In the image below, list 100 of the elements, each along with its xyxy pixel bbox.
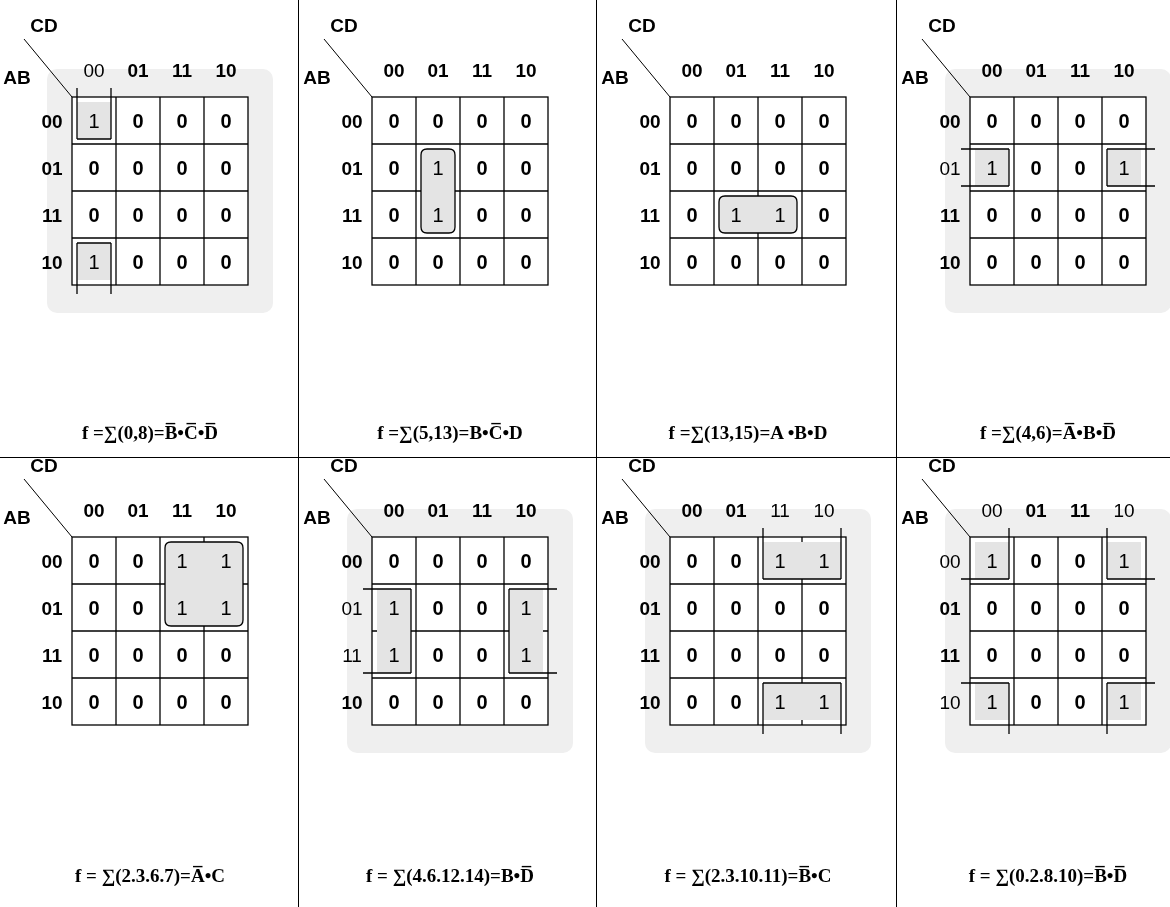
cell-value: 1 xyxy=(432,157,444,178)
column-header: 01 xyxy=(1025,60,1047,80)
cell-value: 0 xyxy=(1074,550,1086,571)
cell-value: 0 xyxy=(818,157,830,178)
cell-value: 0 xyxy=(1030,691,1042,712)
column-header: 10 xyxy=(515,60,537,80)
axis-label: AB xyxy=(303,507,331,527)
cell-value: 0 xyxy=(88,204,100,225)
cell-value: 1 xyxy=(388,644,400,665)
column-header: 11 xyxy=(769,60,791,80)
column-header: 00 xyxy=(383,60,405,80)
column-header: 10 xyxy=(813,500,835,520)
column-header: 10 xyxy=(1113,60,1135,80)
column-header: 01 xyxy=(127,60,149,80)
row-header: 00 xyxy=(41,111,63,130)
column-header: 01 xyxy=(725,60,747,80)
column-header: 10 xyxy=(813,60,835,80)
axis-label: AB xyxy=(901,507,929,527)
row-header: 11 xyxy=(939,645,961,664)
cell-value: 0 xyxy=(132,597,144,618)
cell-value: 0 xyxy=(1118,251,1130,272)
column-header: 00 xyxy=(681,500,703,520)
cell-value: 1 xyxy=(432,204,444,225)
column-header: 01 xyxy=(725,500,747,520)
cell-value: 0 xyxy=(686,110,698,131)
cell-value: 1 xyxy=(730,204,742,225)
cell-value: 0 xyxy=(686,204,698,225)
cell-value: 0 xyxy=(88,597,100,618)
axis-label: CD xyxy=(628,15,656,35)
axis-label: CD xyxy=(30,455,58,475)
column-header: 10 xyxy=(1113,500,1135,520)
cell-value: 0 xyxy=(220,110,232,131)
row-header: 11 xyxy=(341,205,363,224)
formula: f =∑(5,13)=B•C̅•D xyxy=(377,422,523,442)
column-header: 00 xyxy=(681,60,703,80)
cell-value: 0 xyxy=(730,644,742,665)
cell-value: 1 xyxy=(774,204,786,225)
cell-value: 0 xyxy=(176,110,188,131)
cell-value: 0 xyxy=(818,251,830,272)
axis-label: AB xyxy=(601,67,629,87)
cell-value: 0 xyxy=(520,691,532,712)
cell-value: 1 xyxy=(1118,550,1130,571)
cell-value: 0 xyxy=(1030,157,1042,178)
row-header: 11 xyxy=(41,205,63,224)
cell-value: 0 xyxy=(220,644,232,665)
cell-value: 0 xyxy=(1118,110,1130,131)
row-header: 01 xyxy=(939,598,961,617)
cell-value: 0 xyxy=(520,550,532,571)
row-header: 01 xyxy=(41,598,63,617)
row-header: 01 xyxy=(639,158,661,177)
cell-value: 0 xyxy=(520,251,532,272)
cell-value: 0 xyxy=(1074,597,1086,618)
cell-value: 0 xyxy=(1074,251,1086,272)
cell-value: 1 xyxy=(520,597,532,618)
row-header: 10 xyxy=(639,252,661,271)
cell-value: 0 xyxy=(176,644,188,665)
cell-value: 0 xyxy=(220,157,232,178)
cell-value: 1 xyxy=(986,550,998,571)
axis-label: AB xyxy=(3,67,31,87)
cell-value: 0 xyxy=(818,644,830,665)
cell-value: 1 xyxy=(388,597,400,618)
cell-value: 0 xyxy=(520,204,532,225)
cell-value: 0 xyxy=(986,597,998,618)
cell-value: 0 xyxy=(774,110,786,131)
cell-value: 1 xyxy=(986,157,998,178)
axis-label: CD xyxy=(628,455,656,475)
cell-value: 0 xyxy=(1074,691,1086,712)
cell-value: 0 xyxy=(1030,550,1042,571)
row-header: 11 xyxy=(639,645,661,664)
row-header: 10 xyxy=(41,692,63,711)
cell-value: 0 xyxy=(476,204,488,225)
cell-value: 1 xyxy=(176,597,188,618)
row-header: 00 xyxy=(939,111,961,130)
column-header: 11 xyxy=(471,500,493,520)
row-header: 11 xyxy=(939,205,961,224)
row-header: 00 xyxy=(639,551,661,570)
cell-value: 0 xyxy=(774,597,786,618)
cell-value: 0 xyxy=(686,691,698,712)
formula: f = ∑(4.6.12.14)=B•D̅ xyxy=(366,865,534,885)
row-header: 11 xyxy=(41,645,63,664)
cell-value: 0 xyxy=(1118,204,1130,225)
row-header: 10 xyxy=(639,692,661,711)
cell-value: 0 xyxy=(176,691,188,712)
cell-value: 0 xyxy=(476,550,488,571)
row-header: 01 xyxy=(939,158,961,177)
cell-value: 0 xyxy=(476,157,488,178)
cell-value: 0 xyxy=(476,597,488,618)
cell-value: 0 xyxy=(986,110,998,131)
axis-label: AB xyxy=(901,67,929,87)
cell-value: 0 xyxy=(730,110,742,131)
cell-value: 0 xyxy=(432,550,444,571)
cell-value: 0 xyxy=(774,644,786,665)
cell-value: 0 xyxy=(220,691,232,712)
cell-value: 0 xyxy=(176,251,188,272)
axis-label: CD xyxy=(928,455,956,475)
cell-value: 0 xyxy=(388,691,400,712)
cell-value: 0 xyxy=(132,204,144,225)
axis-label: AB xyxy=(303,67,331,87)
axis-label: CD xyxy=(330,15,358,35)
row-header: 00 xyxy=(341,551,363,570)
